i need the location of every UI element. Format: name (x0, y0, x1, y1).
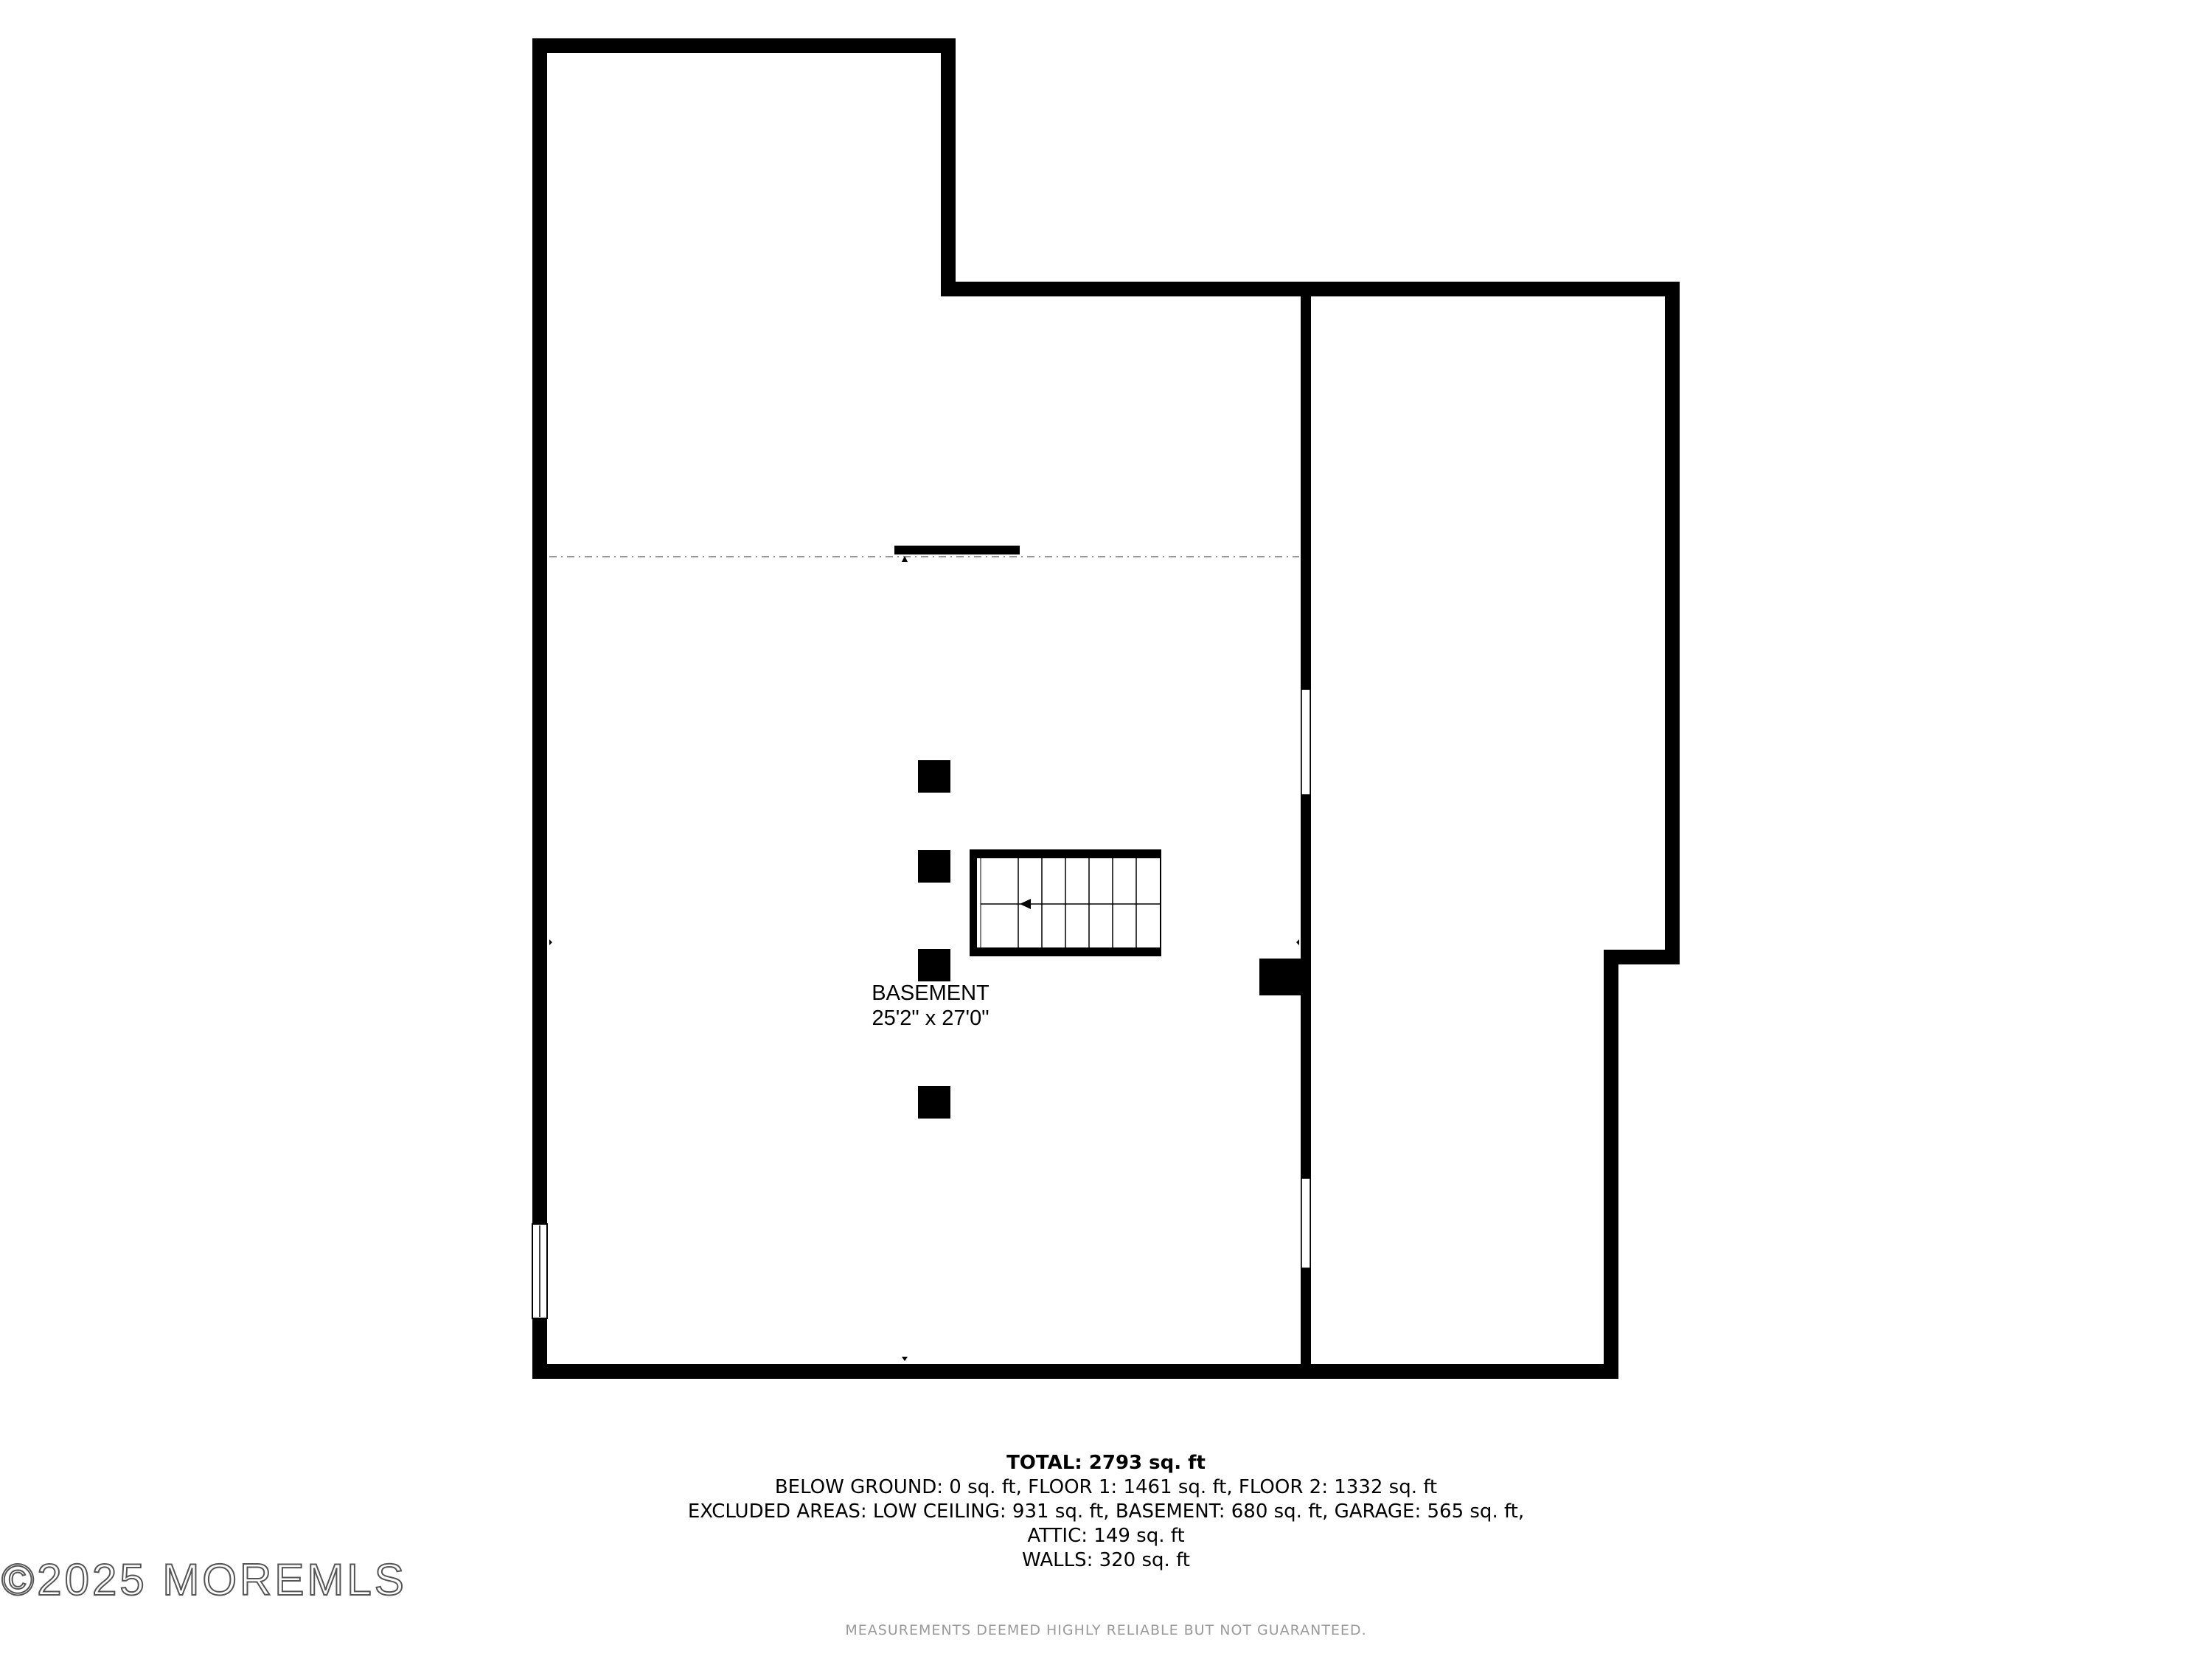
stair-direction-arrow (1020, 899, 1031, 909)
room-name: BASEMENT (872, 981, 990, 1005)
summary-line-attic: ATTIC: 149 sq. ft (1027, 1525, 1185, 1547)
summary-line-excluded: EXCLUDED AREAS: LOW CEILING: 931 sq. ft,… (687, 1500, 1525, 1523)
summary-line-walls: WALLS: 320 sq. ft (1022, 1549, 1190, 1571)
watermark: ©2025 MOREMLS (1, 1554, 407, 1605)
area-summary: TOTAL: 2793 sq. ft BELOW GROUND: 0 sq. f… (516, 1451, 1696, 1573)
total-area: TOTAL: 2793 sq. ft (1006, 1452, 1206, 1474)
marker (902, 1357, 908, 1361)
room-label-basement: BASEMENT 25'2" x 27'0" (820, 981, 1041, 1031)
chimney-block (1259, 959, 1302, 995)
support-column (918, 850, 950, 883)
support-column (918, 1086, 950, 1119)
marker (902, 556, 908, 562)
disclaimer: MEASUREMENTS DEEMED HIGHLY RELIABLE BUT … (845, 1622, 1367, 1638)
summary-line-floors: BELOW GROUND: 0 sq. ft, FLOOR 1: 1461 sq… (774, 1476, 1438, 1498)
exterior-wall (532, 38, 1680, 1379)
wall-opening-lower (1301, 1178, 1311, 1269)
wall-opening-upper (1301, 689, 1311, 796)
support-column (918, 949, 950, 981)
room-dimensions: 25'2" x 27'0" (872, 1006, 990, 1030)
marker (549, 939, 552, 945)
marker (1296, 939, 1299, 945)
staircase (970, 849, 1161, 956)
beam (894, 546, 1020, 554)
support-column (918, 760, 950, 793)
